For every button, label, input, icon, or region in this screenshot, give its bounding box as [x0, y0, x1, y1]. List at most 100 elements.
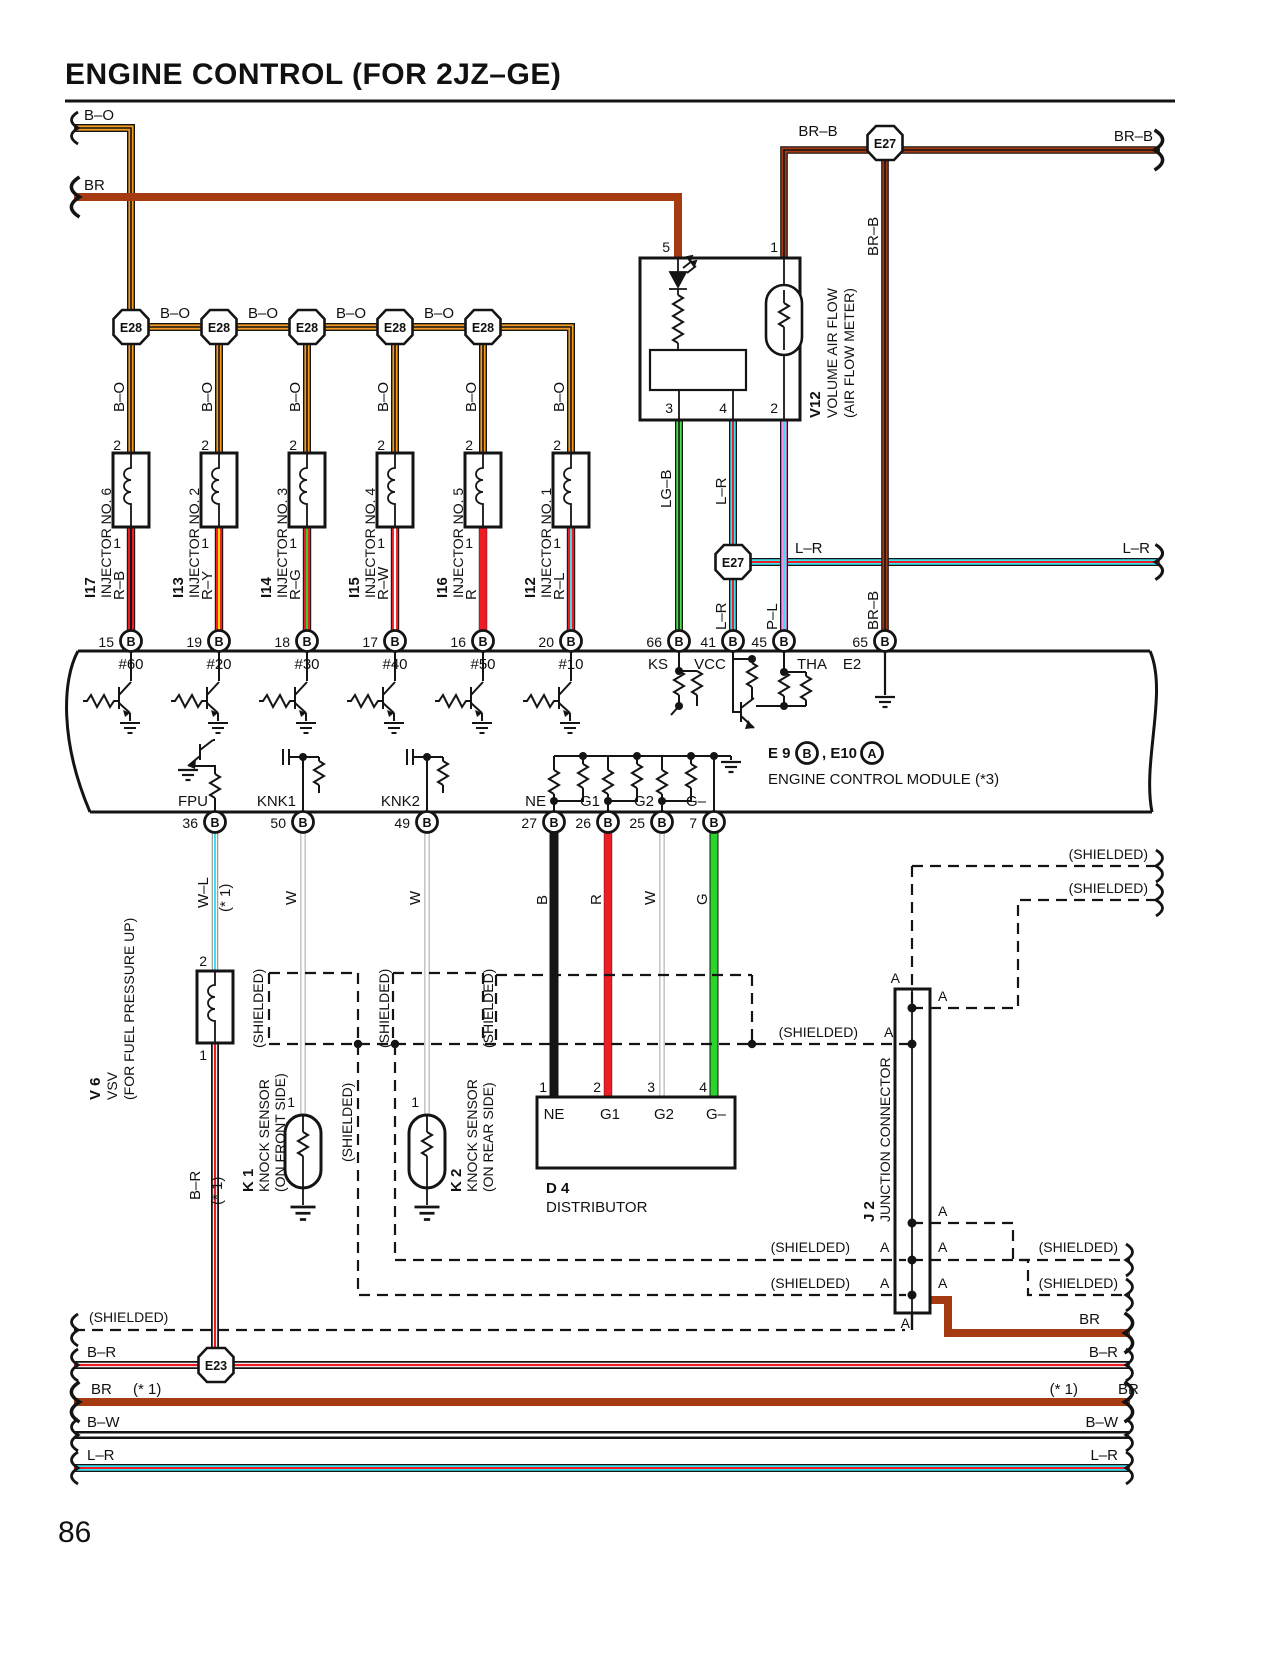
svg-text:A: A [867, 747, 876, 761]
vsv-label: V 6 VSV (FOR FUEL PRESSURE UP) [87, 918, 137, 1100]
svg-text:1: 1 [113, 535, 121, 551]
svg-text:B: B [674, 635, 683, 649]
svg-text:J 2: J 2 [861, 1201, 878, 1222]
svg-text:2: 2 [113, 437, 121, 453]
pin-19: B19#20 [186, 629, 232, 673]
svg-text:36: 36 [182, 815, 198, 831]
svg-text:A: A [880, 1239, 890, 1255]
connector-e28-5: E28 [464, 308, 502, 346]
j2-label: J 2 JUNCTION CONNECTOR [861, 1057, 893, 1222]
svg-text:B–O: B–O [463, 382, 480, 412]
svg-text:25: 25 [629, 815, 645, 831]
svg-text:45: 45 [751, 634, 767, 650]
svg-text:I12: I12 [522, 577, 539, 598]
ecm-boundary [65, 649, 1159, 814]
svg-text:B: B [298, 816, 307, 830]
k2-label: K 2 KNOCK SENSOR (ON REAR SIDE) [448, 1079, 496, 1192]
svg-text:R–Y: R–Y [199, 571, 216, 600]
svg-text:(* 1): (* 1) [217, 884, 234, 912]
svg-text:3: 3 [647, 1079, 655, 1095]
pin-18: B18#30 [274, 629, 320, 673]
svg-text:R–G: R–G [287, 569, 304, 600]
label-bo-feed: B–O [84, 107, 114, 124]
svg-text:E28: E28 [120, 321, 142, 335]
svg-text:B–O: B–O [111, 382, 128, 412]
svg-text:R–B: R–B [111, 571, 128, 600]
svg-text:#60: #60 [118, 656, 143, 673]
svg-text:R–L: R–L [551, 572, 568, 600]
svg-text:A: A [938, 988, 948, 1004]
svg-text:B: B [214, 635, 223, 649]
pin-17: B17#40 [362, 629, 408, 673]
wire-injector-drops [126, 527, 576, 631]
svg-text:2: 2 [553, 437, 561, 453]
svg-text:1: 1 [465, 535, 473, 551]
svg-text:B: B [779, 635, 788, 649]
svg-text:D 4: D 4 [546, 1180, 570, 1197]
svg-text:5: 5 [662, 239, 670, 255]
svg-text:I14: I14 [258, 576, 275, 598]
svg-text:E23: E23 [205, 1359, 227, 1373]
k1-label: K 1 KNOCK SENSOR (ON FRONT SIDE) [240, 1073, 288, 1192]
svg-text:(SHIELDED): (SHIELDED) [1069, 846, 1148, 862]
pin-36: B 36 FPU [178, 793, 227, 834]
connector-e28-4: E28 [376, 308, 414, 346]
ecm-label: E 9 B , E10 A ENGINE CONTROL MODULE (*3) [768, 741, 999, 788]
connector-e23: E23 [197, 1346, 235, 1384]
svg-text:B: B [210, 816, 219, 830]
svg-text:A: A [901, 1315, 911, 1331]
svg-text:INJECTOR NO. 1: INJECTOR NO. 1 [538, 488, 554, 598]
svg-text:G1: G1 [580, 793, 600, 810]
svg-text:W: W [642, 890, 659, 905]
svg-text:DISTRIBUTOR: DISTRIBUTOR [546, 1199, 648, 1216]
svg-text:7: 7 [689, 815, 697, 831]
svg-text:W: W [283, 890, 300, 905]
svg-text:B: B [534, 895, 551, 905]
wire-br-junction [930, 1296, 1130, 1337]
label-brb-left: BR–B [798, 123, 837, 140]
v12-air-flow-meter [638, 254, 804, 422]
svg-text:(FOR FUEL PRESSURE UP): (FOR FUEL PRESSURE UP) [121, 918, 137, 1100]
svg-text:W–L: W–L [195, 877, 212, 908]
svg-text:4: 4 [719, 400, 727, 416]
v12-label: V12 VOLUME AIR FLOW (AIR FLOW METER) [807, 287, 857, 418]
svg-text:2: 2 [289, 437, 297, 453]
svg-text:E2: E2 [843, 656, 861, 673]
svg-text:LG–B: LG–B [658, 470, 675, 508]
label-br-j2: BR [1079, 1311, 1100, 1328]
svg-text:FPU: FPU [178, 793, 208, 810]
svg-text:(SHIELDED): (SHIELDED) [779, 1024, 858, 1040]
svg-text:, E10: , E10 [822, 745, 857, 762]
svg-text:I16: I16 [434, 577, 451, 598]
svg-text:NE: NE [525, 793, 546, 810]
svg-text:E27: E27 [874, 137, 896, 151]
svg-text:THA: THA [797, 656, 827, 673]
svg-text:A: A [880, 1275, 890, 1291]
wire-w-knock [300, 833, 430, 1115]
svg-text:BR: BR [91, 1381, 112, 1398]
wire-distributor-group [549, 833, 719, 1097]
svg-text:(ON REAR SIDE): (ON REAR SIDE) [480, 1082, 496, 1192]
pin-15: B15#60 [98, 629, 144, 673]
svg-text:I17: I17 [82, 577, 99, 598]
distributor-box [535, 1095, 737, 1170]
svg-text:1: 1 [539, 1079, 547, 1095]
svg-text:E28: E28 [296, 321, 318, 335]
svg-text:G–: G– [686, 793, 707, 810]
svg-text:R–W: R–W [375, 566, 392, 600]
svg-text:NE: NE [544, 1106, 565, 1123]
junction-dots [353, 1003, 917, 1300]
svg-text:B–R: B–R [87, 1344, 116, 1361]
svg-text:65: 65 [852, 634, 868, 650]
svg-text:KNOCK SENSOR: KNOCK SENSOR [256, 1079, 272, 1192]
svg-text:26: 26 [575, 815, 591, 831]
vsv-box [195, 969, 235, 1045]
